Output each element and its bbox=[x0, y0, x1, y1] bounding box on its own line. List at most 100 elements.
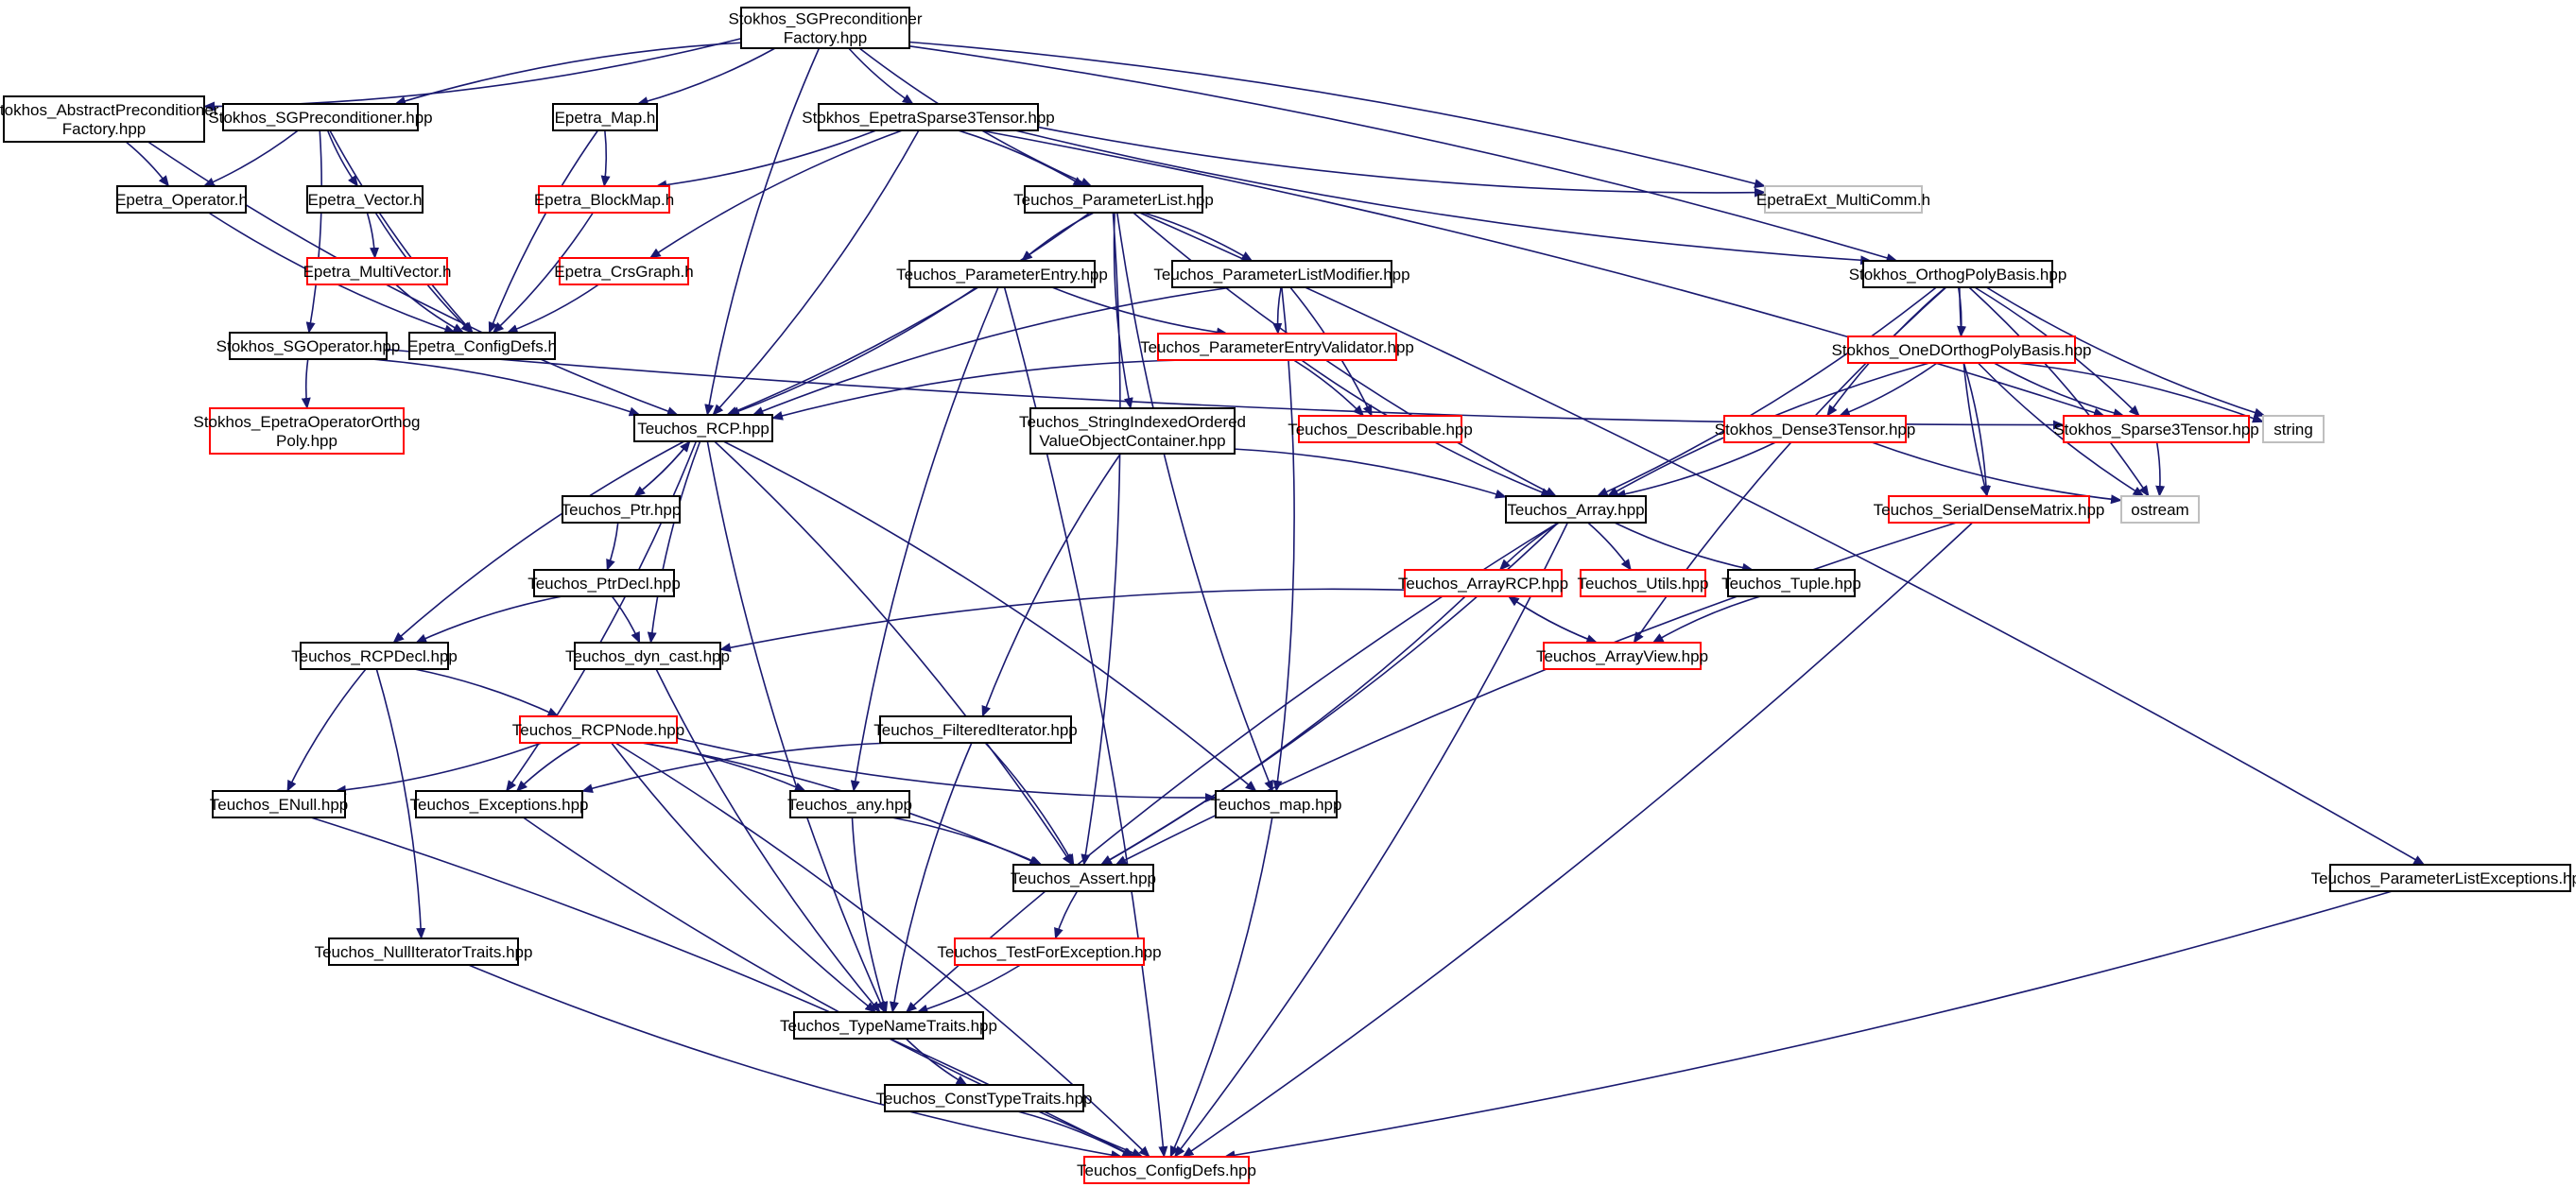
node-param_list[interactable]: Teuchos_ParameterList.hpp bbox=[1013, 185, 1214, 214]
node-test_for_exception[interactable]: Teuchos_TestForException.hpp bbox=[937, 938, 1162, 966]
node-box-sgoperator[interactable] bbox=[229, 332, 388, 360]
node-box-param_entry[interactable] bbox=[908, 260, 1096, 288]
node-box-typename_traits[interactable] bbox=[793, 1011, 984, 1040]
node-epetra_crsgraph[interactable]: Epetra_CrsGraph.h bbox=[554, 257, 694, 285]
node-epetra_operator[interactable]: Epetra_Operator.h bbox=[115, 185, 248, 214]
node-rcp[interactable]: Teuchos_RCP.hpp bbox=[633, 414, 773, 442]
node-box-describable[interactable] bbox=[1298, 415, 1462, 443]
node-box-configdefs[interactable] bbox=[1083, 1156, 1250, 1184]
node-box-param_list_modifier[interactable] bbox=[1171, 260, 1392, 288]
node-filtered_iter[interactable]: Teuchos_FilteredIterator.hpp bbox=[873, 715, 1078, 744]
node-box-rcpnode[interactable] bbox=[519, 715, 678, 744]
node-box-utils[interactable] bbox=[1580, 569, 1706, 597]
node-orthopoly[interactable]: Stokhos_OrthogPolyBasis.hpp bbox=[1849, 260, 2067, 288]
node-arrayview[interactable]: Teuchos_ArrayView.hpp bbox=[1536, 642, 1708, 670]
node-box-dense3[interactable] bbox=[1723, 415, 1907, 443]
node-box-ptr[interactable] bbox=[562, 495, 681, 524]
node-serial_dense[interactable]: Teuchos_SerialDenseMatrix.hpp bbox=[1874, 495, 2105, 524]
node-sgprec[interactable]: Stokhos_SGPreconditioner.hpp bbox=[208, 103, 433, 131]
node-map[interactable]: Teuchos_map.hpp bbox=[1211, 790, 1342, 818]
node-box-epetra_op_orthopoly[interactable] bbox=[209, 407, 405, 455]
node-box-arrayrcp[interactable] bbox=[1404, 569, 1563, 597]
node-array[interactable]: Teuchos_Array.hpp bbox=[1505, 495, 1647, 524]
node-box-string[interactable] bbox=[2262, 415, 2325, 443]
node-box-serial_dense[interactable] bbox=[1888, 495, 2090, 524]
node-arrayrcp[interactable]: Teuchos_ArrayRCP.hpp bbox=[1398, 569, 1568, 597]
node-box-exceptions[interactable] bbox=[415, 790, 583, 818]
node-box-sparse3_epetra[interactable] bbox=[818, 103, 1039, 131]
node-configdefs[interactable]: Teuchos_ConfigDefs.hpp bbox=[1077, 1156, 1256, 1184]
node-epetra_blockmap[interactable]: Epetra_BlockMap.h bbox=[534, 185, 674, 214]
node-tuple[interactable]: Teuchos_Tuple.hpp bbox=[1721, 569, 1861, 597]
node-box-sgprec[interactable] bbox=[222, 103, 419, 131]
node-rcpdecl[interactable]: Teuchos_RCPDecl.hpp bbox=[291, 642, 458, 670]
node-epetra_vector[interactable]: Epetra_Vector.h bbox=[306, 185, 424, 214]
node-enull[interactable]: Teuchos_ENull.hpp bbox=[210, 790, 348, 818]
node-box-enull[interactable] bbox=[212, 790, 346, 818]
node-box-arrayview[interactable] bbox=[1543, 642, 1702, 670]
node-param_list_modifier[interactable]: Teuchos_ParameterListModifier.hpp bbox=[1153, 260, 1410, 288]
node-consttype_traits[interactable]: Teuchos_ConstTypeTraits.hpp bbox=[876, 1084, 1093, 1112]
node-box-sparse3[interactable] bbox=[2063, 415, 2250, 443]
node-null_iter[interactable]: Teuchos_NullIteratorTraits.hpp bbox=[315, 938, 533, 966]
node-box-tuple[interactable] bbox=[1727, 569, 1856, 597]
node-sparse3[interactable]: Stokhos_Sparse3Tensor.hpp bbox=[2053, 415, 2259, 443]
node-box-param_list[interactable] bbox=[1024, 185, 1203, 214]
node-rcpnode[interactable]: Teuchos_RCPNode.hpp bbox=[512, 715, 684, 744]
node-box-string_indexed[interactable] bbox=[1029, 407, 1236, 455]
node-ptrdecl[interactable]: Teuchos_PtrDecl.hpp bbox=[527, 569, 681, 597]
node-box-epetra_multivector[interactable] bbox=[306, 257, 448, 285]
node-box-param_entry_validator[interactable] bbox=[1157, 333, 1397, 361]
node-epetra_map[interactable]: Epetra_Map.h bbox=[552, 103, 658, 131]
node-epetra_configdefs[interactable]: Epetra_ConfigDefs.h bbox=[407, 332, 557, 360]
node-exceptions[interactable]: Teuchos_Exceptions.hpp bbox=[409, 790, 589, 818]
node-box-filtered_iter[interactable] bbox=[879, 715, 1072, 744]
node-abstract_factory[interactable]: Stokhos_AbstractPreconditionerFactory.hp… bbox=[0, 95, 219, 143]
node-box-rcpdecl[interactable] bbox=[300, 642, 449, 670]
node-box-oned_orthopoly[interactable] bbox=[1847, 335, 2076, 364]
node-box-array[interactable] bbox=[1505, 495, 1647, 524]
node-box-dyn_cast[interactable] bbox=[574, 642, 721, 670]
node-param_entry_validator[interactable]: Teuchos_ParameterEntryValidator.hpp bbox=[1140, 333, 1414, 361]
node-sgoperator[interactable]: Stokhos_SGOperator.hpp bbox=[216, 332, 401, 360]
node-box-abstract_factory[interactable] bbox=[3, 95, 205, 143]
node-string[interactable]: string bbox=[2262, 415, 2325, 443]
node-box-epetra_map[interactable] bbox=[552, 103, 658, 131]
node-box-root[interactable] bbox=[740, 7, 910, 49]
node-param_list_exceptions[interactable]: Teuchos_ParameterListExceptions.hpp bbox=[2311, 864, 2576, 892]
node-epetra_multivector[interactable]: Epetra_MultiVector.h bbox=[303, 257, 452, 285]
node-box-epetra_crsgraph[interactable] bbox=[559, 257, 689, 285]
node-box-epetra_blockmap[interactable] bbox=[538, 185, 670, 214]
node-box-rcp[interactable] bbox=[633, 414, 773, 442]
node-ostream[interactable]: ostream bbox=[2120, 495, 2200, 524]
node-epetraext_multicomm[interactable]: EpetraExt_MultiComm.h bbox=[1756, 185, 1930, 214]
node-box-param_list_exceptions[interactable] bbox=[2329, 864, 2571, 892]
node-string_indexed[interactable]: Teuchos_StringIndexedOrderedValueObjectC… bbox=[1019, 407, 1246, 455]
node-any[interactable]: Teuchos_any.hpp bbox=[787, 790, 912, 818]
node-dyn_cast[interactable]: Teuchos_dyn_cast.hpp bbox=[565, 642, 730, 670]
node-box-ptrdecl[interactable] bbox=[533, 569, 675, 597]
node-dense3[interactable]: Stokhos_Dense3Tensor.hpp bbox=[1715, 415, 1916, 443]
node-ptr[interactable]: Teuchos_Ptr.hpp bbox=[562, 495, 682, 524]
node-box-epetra_operator[interactable] bbox=[116, 185, 247, 214]
node-utils[interactable]: Teuchos_Utils.hpp bbox=[1578, 569, 1709, 597]
node-box-consttype_traits[interactable] bbox=[884, 1084, 1084, 1112]
node-sparse3_epetra[interactable]: Stokhos_EpetraSparse3Tensor.hpp bbox=[802, 103, 1055, 131]
node-param_entry[interactable]: Teuchos_ParameterEntry.hpp bbox=[896, 260, 1108, 288]
node-box-map[interactable] bbox=[1215, 790, 1338, 818]
node-box-epetraext_multicomm[interactable] bbox=[1764, 185, 1923, 214]
node-box-epetra_vector[interactable] bbox=[306, 185, 424, 214]
node-box-ostream[interactable] bbox=[2120, 495, 2200, 524]
node-typename_traits[interactable]: Teuchos_TypeNameTraits.hpp bbox=[780, 1011, 997, 1040]
node-box-assert[interactable] bbox=[1012, 864, 1154, 892]
node-box-test_for_exception[interactable] bbox=[954, 938, 1145, 966]
node-box-any[interactable] bbox=[789, 790, 910, 818]
node-assert[interactable]: Teuchos_Assert.hpp bbox=[1011, 864, 1156, 892]
node-describable[interactable]: Teuchos_Describable.hpp bbox=[1288, 415, 1473, 443]
node-box-epetra_configdefs[interactable] bbox=[408, 332, 556, 360]
node-box-orthopoly[interactable] bbox=[1862, 260, 2053, 288]
node-box-null_iter[interactable] bbox=[328, 938, 519, 966]
node-oned_orthopoly[interactable]: Stokhos_OneDOrthogPolyBasis.hpp bbox=[1832, 335, 2092, 364]
